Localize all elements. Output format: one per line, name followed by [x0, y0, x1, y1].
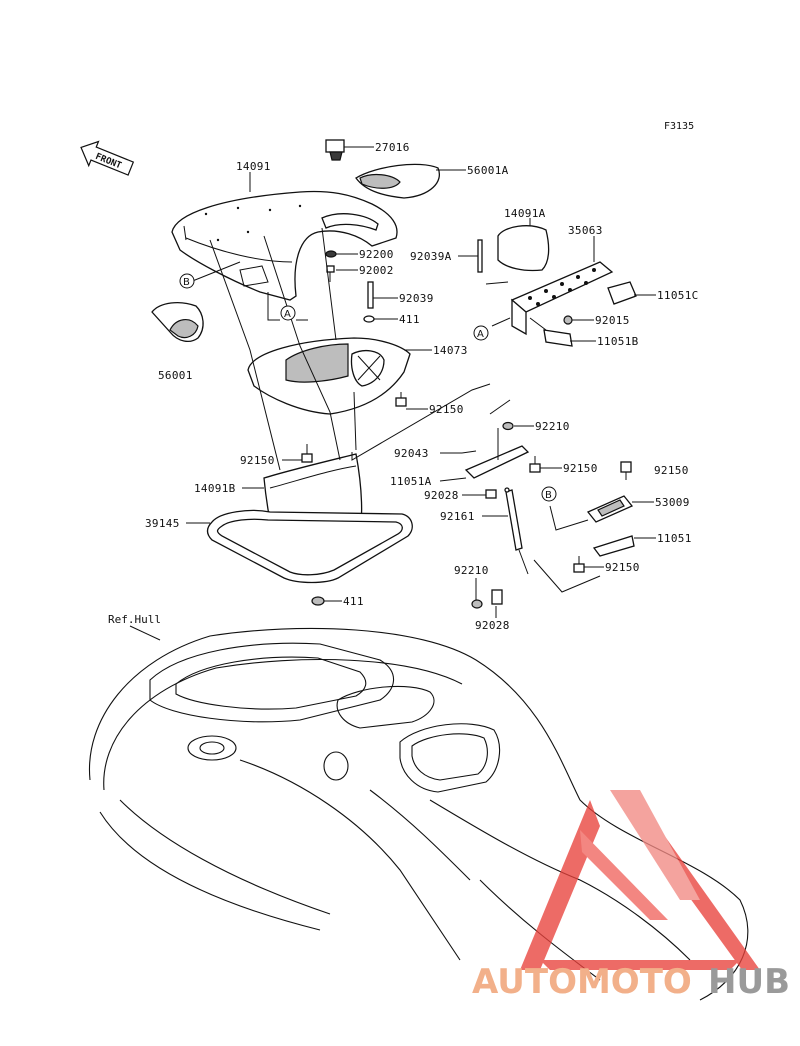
label-92150-e: 92150 [605, 561, 640, 574]
seat-cowl-14091 [171, 190, 398, 301]
watermark-part2: HUB [708, 962, 790, 1002]
label-92150-d: 92150 [654, 464, 689, 477]
label-53009: 53009 [655, 496, 690, 509]
leader-lines [129, 146, 656, 641]
label-ref-hull: Ref.Hull [108, 613, 161, 626]
part-labels: 27016 56001A 14091 14091A 35063 92200 92… [108, 141, 699, 632]
label-14091A: 14091A [504, 207, 546, 220]
label-92150-b: 92150 [240, 454, 275, 467]
nut-411-upper [363, 315, 375, 323]
label-11051B: 11051B [597, 335, 639, 348]
callout-A-1: A [280, 305, 296, 321]
front-arrow-icon: FRONT [80, 140, 135, 176]
label-411-lower: 411 [343, 595, 364, 608]
label-92039: 92039 [399, 292, 434, 305]
bolt-92150-b [301, 444, 313, 463]
clip-11051C [607, 281, 637, 305]
bolt-92150-e [573, 556, 585, 573]
label-92015: 92015 [595, 314, 630, 327]
label-27016: 27016 [375, 141, 410, 154]
bracket-11051 [592, 535, 635, 557]
label-92200: 92200 [359, 248, 394, 261]
callout-B-2: B [541, 486, 557, 502]
bushing-92028-upper [485, 489, 497, 499]
label-92150-a: 92150 [429, 403, 464, 416]
label-11051: 11051 [657, 532, 692, 545]
bolt-92150-a [395, 392, 407, 407]
label-92043: 92043 [394, 447, 429, 460]
automotohub-logo [520, 790, 760, 970]
label-92028-lower: 92028 [475, 619, 510, 632]
figure-code: F3135 [664, 121, 694, 132]
grab-handle-56001 [151, 301, 204, 343]
nut-92015 [563, 315, 573, 325]
label-92150-c: 92150 [563, 462, 598, 475]
svg-text:B: B [183, 277, 190, 288]
gasket-39145 [206, 509, 413, 584]
stud-92039 [367, 281, 374, 309]
bolt-92150-d [620, 461, 632, 480]
bolt-92150-c [529, 456, 541, 473]
nut-411-lower [311, 596, 325, 606]
lid-14091A [497, 225, 550, 272]
svg-text:A: A [477, 329, 484, 340]
knob-27016 [325, 139, 345, 161]
label-35063: 35063 [568, 224, 603, 237]
label-92039A: 92039A [410, 250, 452, 263]
label-56001A: 56001A [467, 164, 509, 177]
label-92210-lower: 92210 [454, 564, 489, 577]
label-11051A: 11051A [390, 475, 432, 488]
pin-92039A [477, 239, 483, 273]
callout-A-2: A [473, 325, 489, 341]
label-14091: 14091 [236, 160, 271, 173]
label-92161: 92161 [440, 510, 475, 523]
label-92002: 92002 [359, 264, 394, 277]
label-92028-upper: 92028 [424, 489, 459, 502]
washer-92200 [325, 250, 337, 258]
bracket-11051B [543, 329, 573, 347]
hull-reference [88, 627, 749, 1001]
cushion-56001A [355, 163, 440, 199]
callout-B-1: B [179, 273, 195, 289]
label-411-upper: 411 [399, 313, 420, 326]
label-39145: 39145 [145, 517, 180, 530]
label-14073: 14073 [433, 344, 468, 357]
automotohub-wordmark: AUTOMOTO HUB [472, 962, 790, 1002]
label-14091B: 14091B [194, 482, 236, 495]
washer-92210-upper [502, 421, 514, 431]
pin-92043 [461, 450, 477, 454]
tray-14073 [247, 337, 411, 415]
hinge-11051A [464, 428, 530, 479]
label-11051C: 11051C [657, 289, 699, 302]
label-92210-upper: 92210 [535, 420, 570, 433]
watermark-part1: AUTOMOTO [472, 962, 692, 1002]
strut-92161 [504, 487, 529, 575]
bushing-92028-lower [491, 589, 503, 605]
latch-53009 [586, 495, 634, 523]
label-56001: 56001 [158, 369, 193, 382]
svg-text:B: B [545, 490, 552, 501]
washer-92210-lower [471, 599, 483, 609]
bracket-35063 [510, 261, 614, 336]
svg-text:A: A [284, 309, 291, 320]
